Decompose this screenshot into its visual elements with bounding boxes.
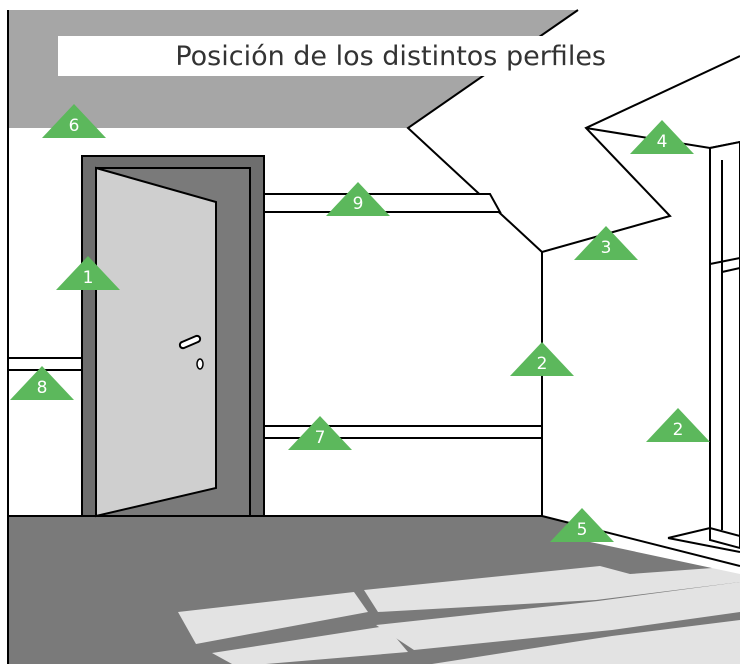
light-patch (178, 592, 368, 644)
window-transom (709, 257, 740, 265)
window-transom (721, 267, 740, 273)
marker-5: 5 (550, 508, 614, 542)
window-sill (667, 526, 740, 539)
marker-2-window: 2 (646, 408, 710, 442)
marker-7: 7 (288, 416, 352, 450)
light-patch (432, 620, 740, 664)
marker-2-wall: 2 (510, 342, 574, 376)
marker-3: 3 (574, 226, 638, 260)
window-frame (709, 140, 740, 550)
marker-6: 6 (42, 104, 106, 138)
light-patch (364, 566, 740, 612)
title-banner: Posición de los distintos perfiles (58, 36, 612, 76)
marker-9: 9 (326, 182, 390, 216)
marker-1: 1 (56, 256, 120, 290)
marker-8: 8 (10, 366, 74, 400)
light-patch (212, 626, 408, 664)
marker-4: 4 (630, 120, 694, 154)
keyhole (196, 358, 204, 370)
light-patch (376, 582, 740, 650)
window-sill (667, 537, 740, 553)
title: Posición de los distintos perfiles (175, 40, 606, 72)
door-leaf (95, 166, 217, 518)
door-handle (178, 334, 202, 350)
